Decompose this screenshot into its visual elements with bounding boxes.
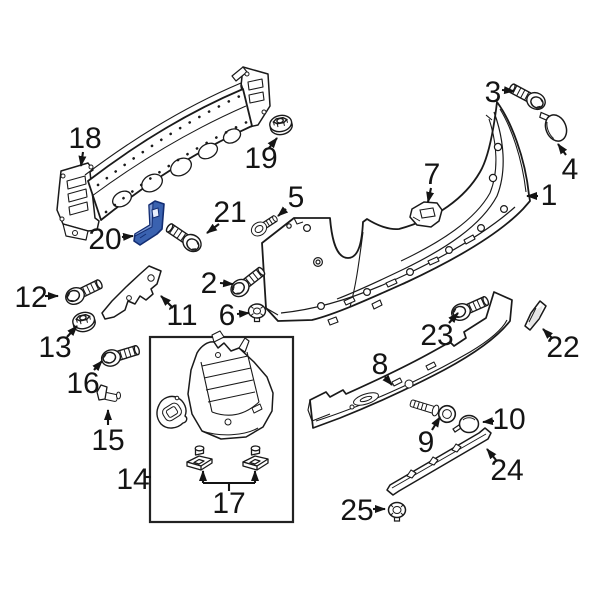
callout-9-arrow [431,416,441,431]
callout-15-label[interactable]: 15 [91,424,124,457]
callout-22-arrow [542,328,553,339]
callout-25-label[interactable]: 25 [340,494,373,527]
part-24-lower-trim-strip[interactable] [386,427,492,496]
callout-14-label[interactable]: 14 [116,463,149,496]
callout-18-arrow [78,151,87,167]
callout-7-arrow [426,187,435,203]
callout-2-label[interactable]: 2 [201,267,218,300]
callout-9-label[interactable]: 9 [418,426,435,459]
part-16-bolt[interactable] [98,341,142,370]
part-1-bumper-cover[interactable] [261,101,531,326]
callout-19-label[interactable]: 19 [244,142,277,175]
callout-16-label[interactable]: 16 [66,367,99,400]
callout-24-label[interactable]: 24 [490,454,523,487]
part-2-bolt[interactable] [226,263,269,301]
part-18-impact-bar[interactable] [56,66,271,241]
callout-3-label[interactable]: 3 [485,76,502,109]
callout-11-arrow [160,295,174,309]
part-12-bolt[interactable] [62,275,106,309]
part-5-push-pin[interactable] [249,212,280,239]
callout-2-arrow [219,279,234,288]
part-10-access-cap[interactable] [452,414,480,434]
splash-shield [156,330,274,440]
part-22-side-molding[interactable] [524,300,547,331]
part-15-clip[interactable] [96,384,121,402]
part-19-flange-nut[interactable] [267,112,295,138]
callout-18-label[interactable]: 18 [68,122,101,155]
callout-17-bracket [203,481,255,491]
callout-20-arrow [121,232,134,241]
part-6-plastic-nut[interactable] [247,303,267,323]
callout-8-label[interactable]: 8 [372,348,389,381]
callout-10-label[interactable]: 10 [492,403,525,436]
part-4-grommet[interactable] [538,106,570,145]
part-11-side-bracket[interactable] [101,265,162,320]
callout-19-arrow [267,137,278,149]
callout-16-arrow [92,360,103,372]
part-9-hook-bolt[interactable] [408,395,457,424]
callout-21-arrow [206,223,220,234]
callout-12-label[interactable]: 12 [14,281,47,314]
part-13-flange-nut[interactable] [70,309,98,335]
callout-6-arrow [236,309,250,318]
callout-20-label[interactable]: 20 [88,223,121,256]
callout-17-label[interactable]: 17 [212,487,245,520]
callout-5-label[interactable]: 5 [288,181,305,214]
part-7-retainer-bracket[interactable] [409,201,443,228]
callout-24-arrow [486,448,497,461]
callout-8-arrow [382,374,393,386]
part-21-bolt[interactable] [162,219,206,256]
callout-11-label[interactable]: 11 [166,299,197,332]
callout-arrows [45,86,568,513]
callout-3-arrow [501,86,515,95]
part-14-splash-shield-kit[interactable] [148,330,295,524]
part-25-plastic-nut[interactable] [387,501,407,522]
callout-23-arrow [448,312,459,324]
callout-labels: 1 2 3 4 5 6 7 8 9 10 11 12 13 14 15 16 1… [14,76,579,527]
callout-4-label[interactable]: 4 [562,153,579,186]
part-20-mounting-bracket[interactable] [133,200,165,246]
callout-23-label[interactable]: 23 [420,319,453,352]
callout-1-label[interactable]: 1 [541,179,558,212]
part-8-lower-valance[interactable] [307,291,513,429]
callout-13-label[interactable]: 13 [38,331,71,364]
callout-4-arrow [557,143,568,156]
callout-6-label[interactable]: 6 [219,299,236,332]
callout-10-arrow [482,417,495,426]
callout-5-arrow [277,206,289,217]
callout-21-label[interactable]: 21 [213,196,246,229]
callout-7-label[interactable]: 7 [424,158,441,191]
part-3-bolt[interactable] [505,79,549,114]
callout-22-label[interactable]: 22 [546,331,579,364]
callout-13-arrow [66,325,78,338]
